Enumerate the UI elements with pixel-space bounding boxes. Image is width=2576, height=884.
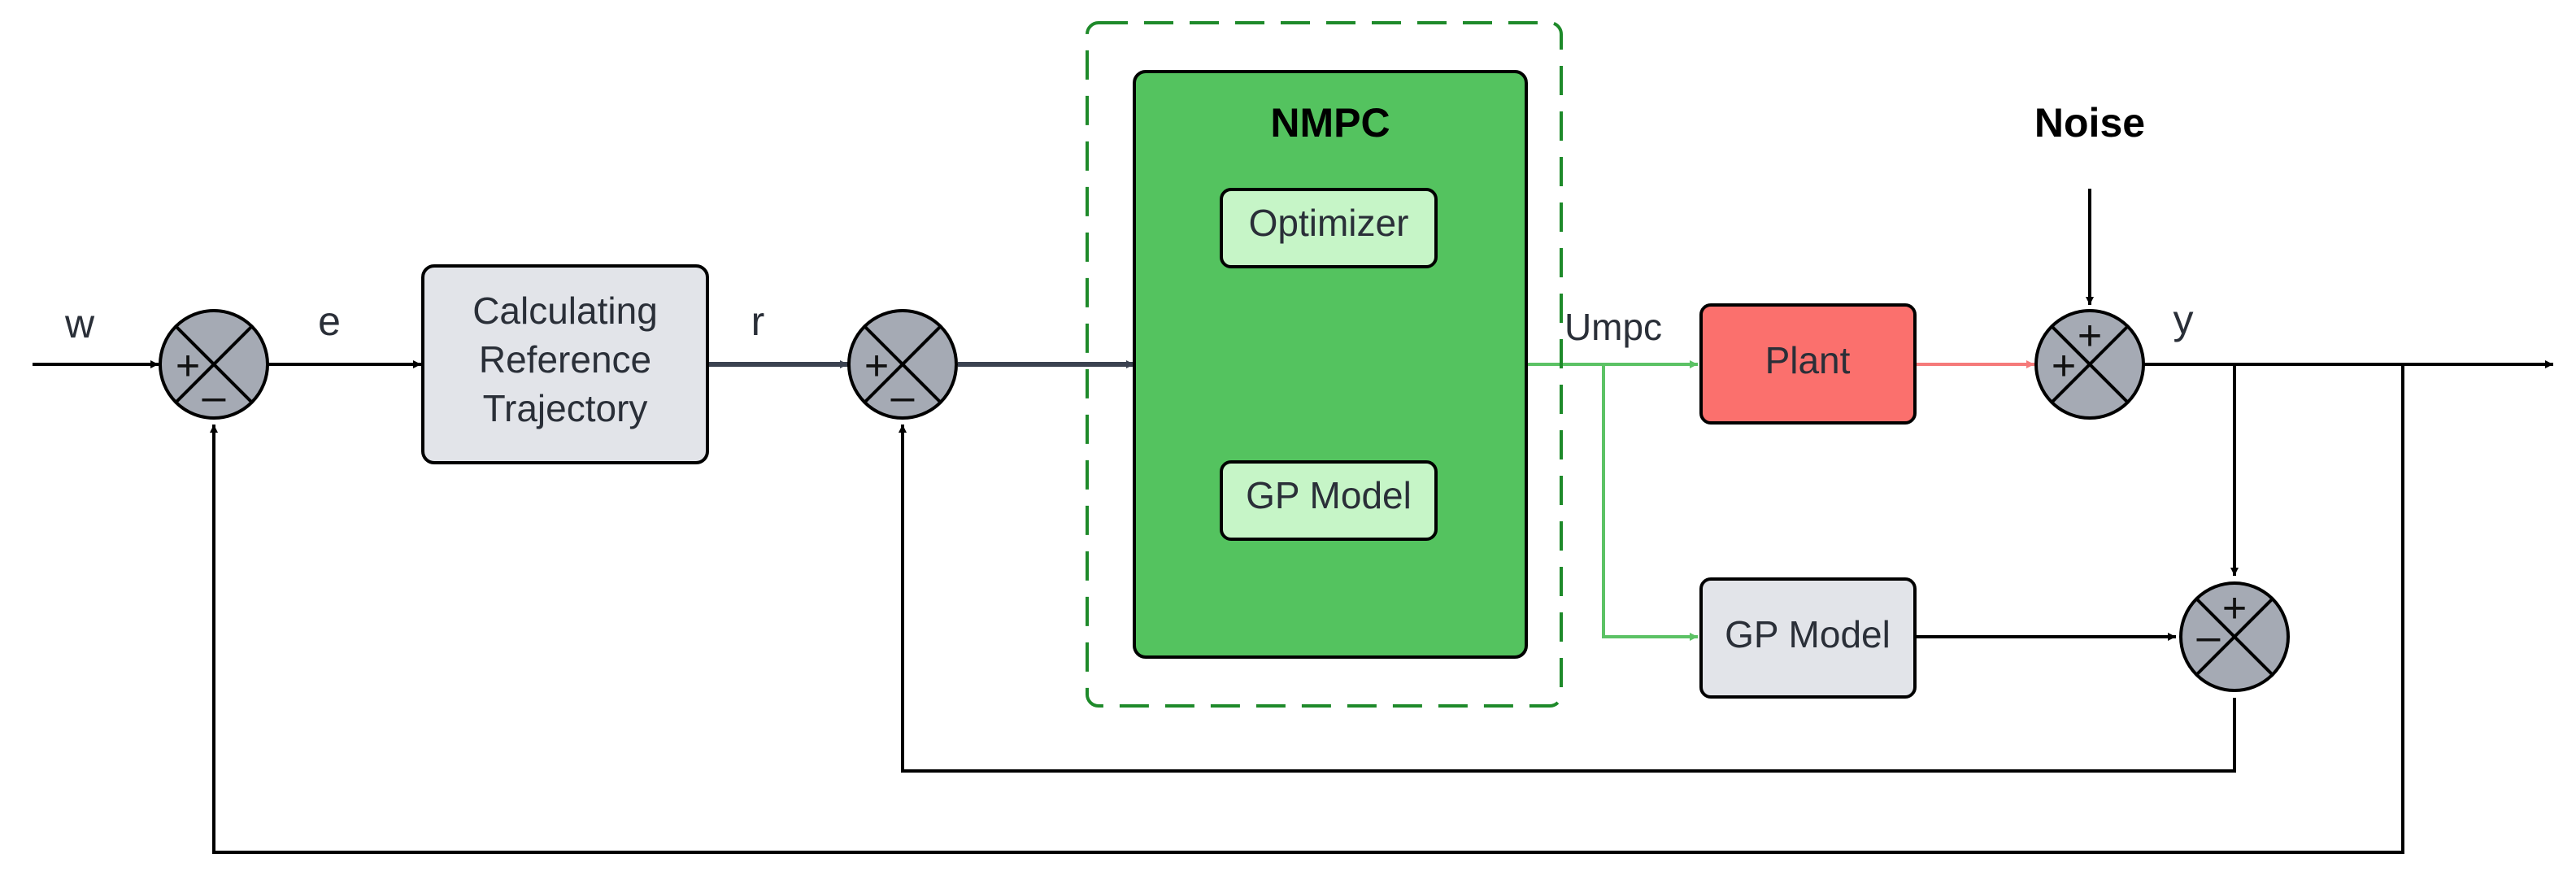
signal-umpc-label: Umpc bbox=[1564, 306, 1662, 348]
sum1-minus: – bbox=[202, 373, 226, 420]
sum1-plus: + bbox=[176, 342, 200, 390]
nmpc-title: NMPC bbox=[1270, 100, 1390, 146]
plant-box bbox=[1699, 303, 1917, 425]
optimizer-label: Optimizer bbox=[1249, 202, 1409, 244]
plant-block[interactable]: Plant bbox=[1699, 303, 1917, 425]
sum3-plus-left: + bbox=[2052, 342, 2076, 390]
summing-junction-2: + – bbox=[847, 309, 958, 420]
nmpc-box bbox=[1133, 70, 1528, 659]
signal-e-label: e bbox=[318, 298, 341, 344]
signal-r-label: r bbox=[751, 298, 765, 344]
summing-junction-4: + – bbox=[2179, 581, 2290, 692]
summing-junction-3: + + bbox=[2034, 309, 2145, 420]
arrow-umpc-to-gp-model bbox=[1602, 364, 1698, 641]
reference-trajectory-line-2: Reference bbox=[479, 338, 651, 381]
signal-y-label: y bbox=[2174, 297, 2194, 342]
nmpc-block[interactable]: NMPC Optimizer GP Model bbox=[1133, 70, 1528, 659]
plant-label: Plant bbox=[1765, 339, 1851, 381]
arrow-sum4-feedback-to-sum2 bbox=[899, 425, 2236, 773]
gp-model-outer-block[interactable]: GP Model bbox=[1699, 577, 1917, 699]
noise-label: Noise bbox=[2034, 100, 2145, 146]
sum2-plus: + bbox=[864, 342, 889, 390]
signal-w-label: w bbox=[64, 301, 95, 346]
optimizer-box bbox=[1220, 188, 1438, 268]
reference-trajectory-block[interactable]: Calculating Reference Trajectory bbox=[421, 264, 709, 464]
nmpc-dashed-boundary bbox=[1086, 21, 1563, 708]
gp-model-outer-box bbox=[1699, 577, 1917, 699]
sum4-minus: – bbox=[2197, 613, 2221, 660]
arrow-outer-feedback-to-sum1 bbox=[210, 364, 2404, 854]
sum2-minus: – bbox=[891, 373, 915, 420]
summing-junction-1: + – bbox=[159, 309, 269, 420]
gp-model-outer-label: GP Model bbox=[1725, 613, 1891, 655]
optimizer-block[interactable]: Optimizer bbox=[1220, 188, 1438, 268]
gp-model-inner-box bbox=[1220, 460, 1438, 541]
gp-model-inner-label: GP Model bbox=[1246, 474, 1412, 516]
gp-model-inner-block[interactable]: GP Model bbox=[1220, 460, 1438, 541]
sum3-plus-top: + bbox=[2078, 312, 2102, 359]
reference-trajectory-line-3: Trajectory bbox=[483, 387, 648, 429]
sum4-plus: + bbox=[2222, 585, 2247, 632]
reference-trajectory-line-1: Calculating bbox=[472, 290, 658, 332]
reference-trajectory-box bbox=[421, 264, 709, 464]
